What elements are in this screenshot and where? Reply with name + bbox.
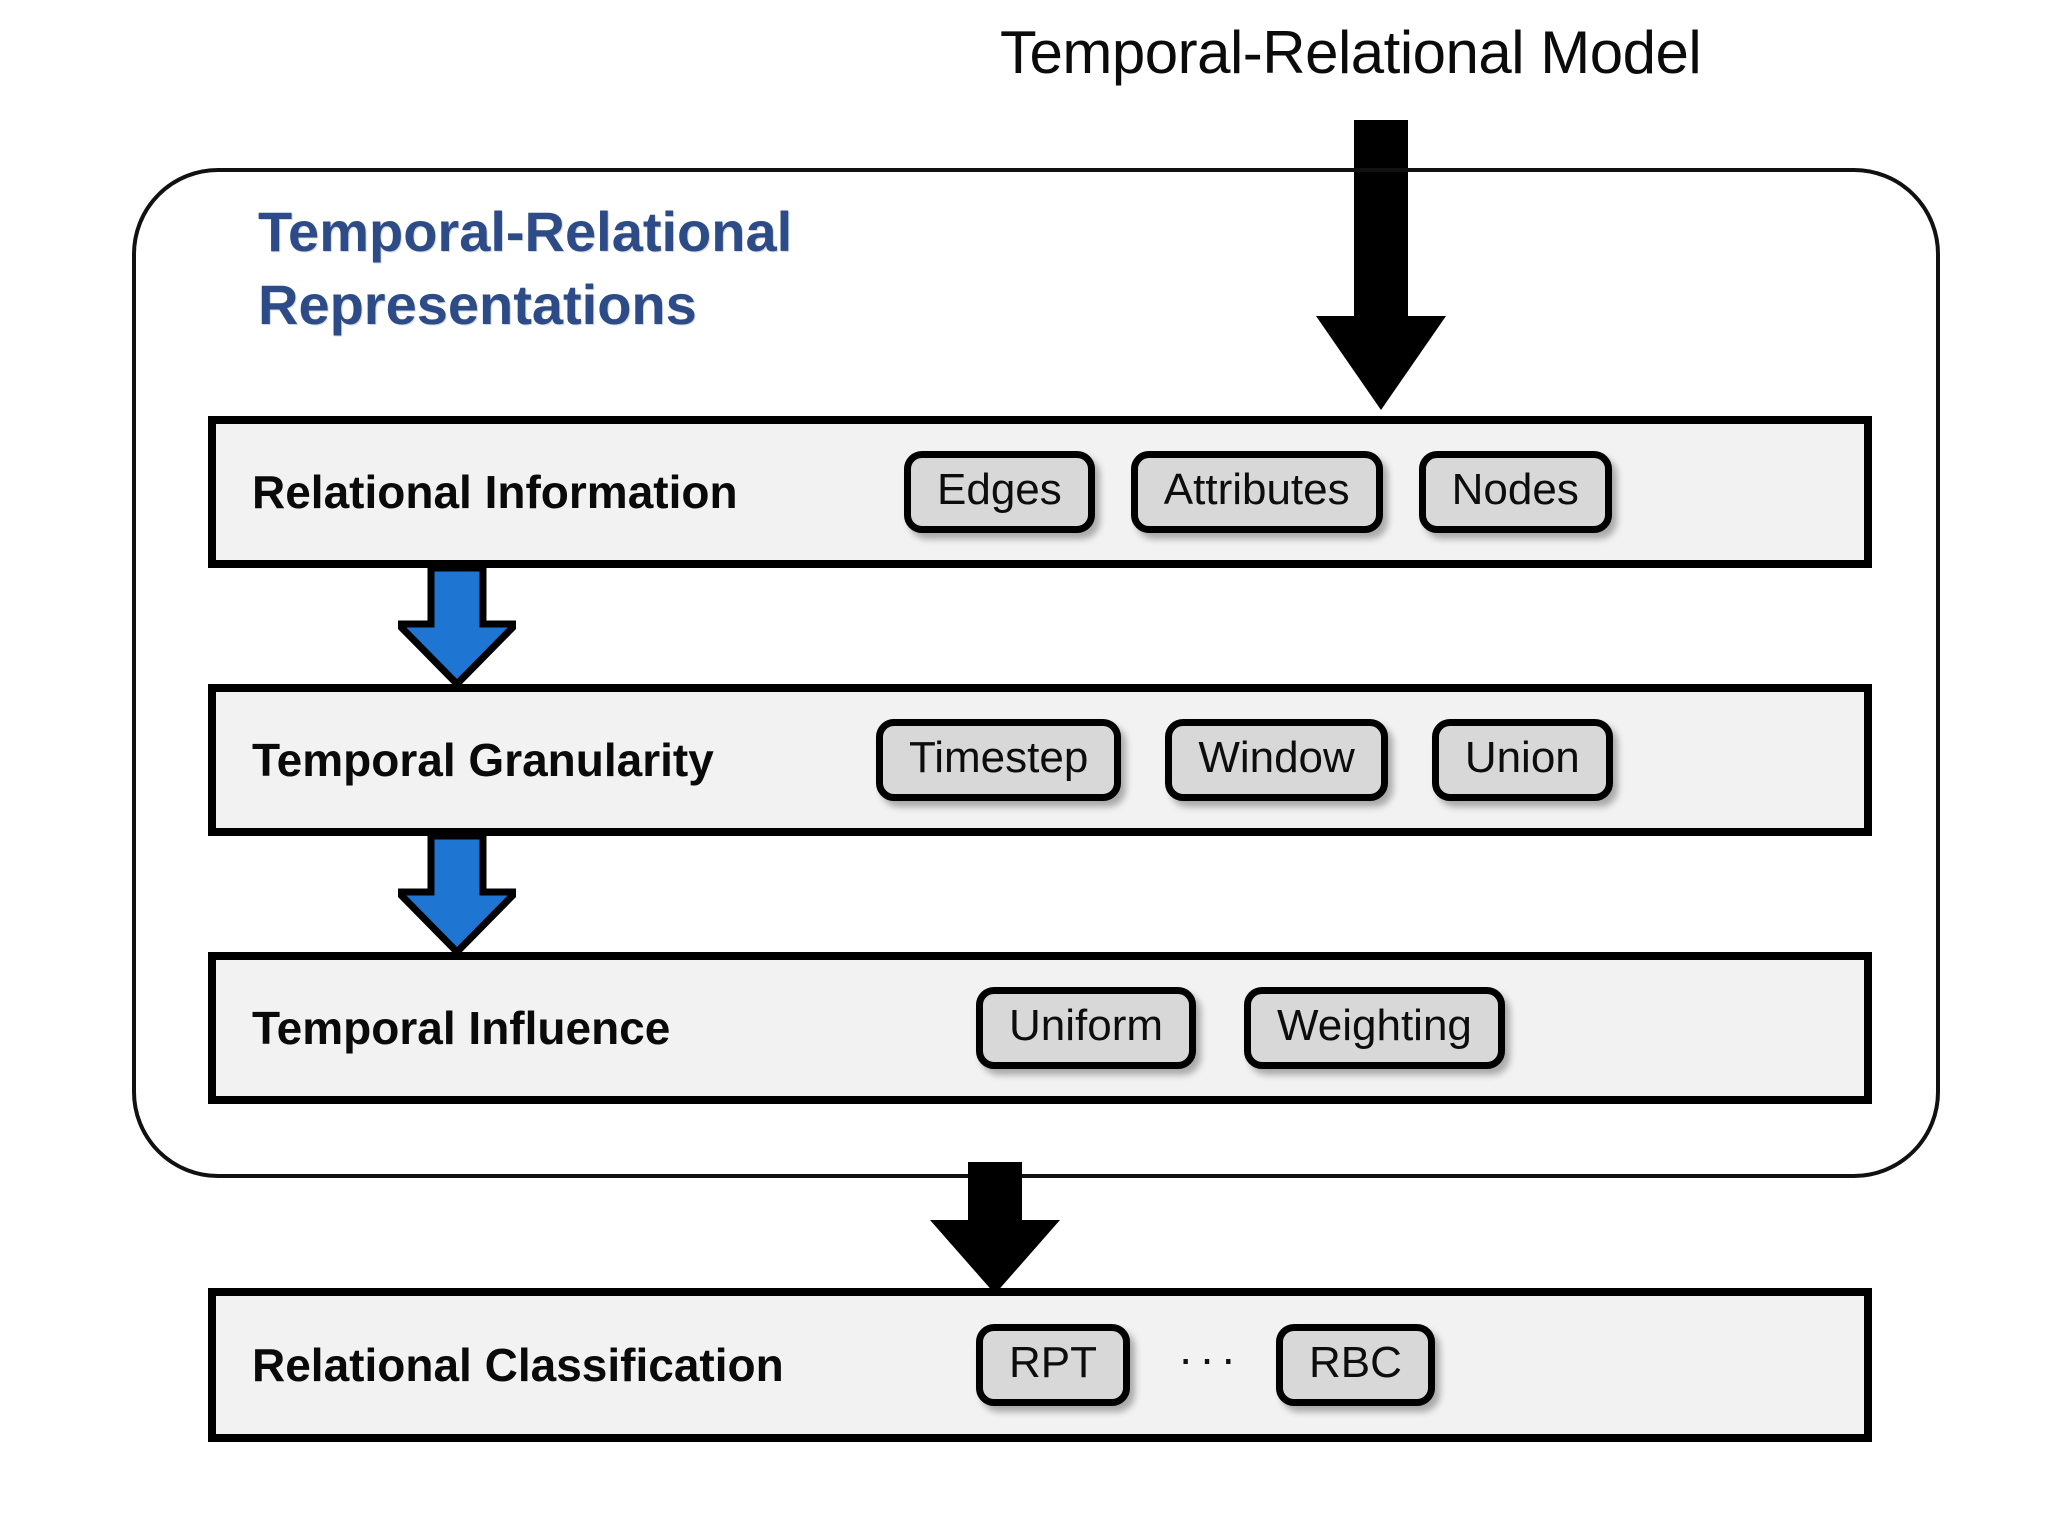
panel-heading-line1: Temporal-Relational xyxy=(258,200,793,263)
pill-rbc[interactable]: RBC xyxy=(1275,1324,1435,1406)
row-label-temporal-influence: Temporal Influence xyxy=(252,1002,671,1054)
pill-group-temporal-granularity: Timestep Window Union xyxy=(876,692,1613,828)
row-temporal-influence: Temporal Influence Uniform Weighting xyxy=(208,952,1872,1104)
pill-rpt[interactable]: RPT xyxy=(976,1324,1130,1406)
pill-timestep[interactable]: Timestep xyxy=(876,719,1122,801)
pill-group-temporal-influence: Uniform Weighting xyxy=(976,960,1505,1096)
ellipsis-separator: ··· xyxy=(1178,1332,1242,1384)
row-temporal-granularity: Temporal Granularity Timestep Window Uni… xyxy=(208,684,1872,836)
pill-attributes[interactable]: Attributes xyxy=(1130,451,1383,533)
pill-group-relational-classification: RPT ··· RBC xyxy=(976,1296,1435,1434)
row-relational-information: Relational Information Edges Attributes … xyxy=(208,416,1872,568)
pill-union[interactable]: Union xyxy=(1431,719,1613,801)
row-label-relational-information: Relational Information xyxy=(252,466,738,518)
panel-heading: Temporal-Relational Representations xyxy=(258,196,1018,342)
pill-group-relational-information: Edges Attributes Nodes xyxy=(904,424,1612,560)
row-label-temporal-granularity: Temporal Granularity xyxy=(252,734,714,786)
temporal-relational-representations-panel xyxy=(132,168,1940,1178)
black-down-arrow-to-classification xyxy=(930,1162,1060,1294)
pill-window[interactable]: Window xyxy=(1165,719,1388,801)
pill-weighting[interactable]: Weighting xyxy=(1244,987,1505,1069)
blue-down-arrow-info-to-granularity xyxy=(398,568,516,684)
pill-uniform[interactable]: Uniform xyxy=(976,987,1197,1069)
row-relational-classification: Relational Classification RPT ··· RBC xyxy=(208,1288,1872,1442)
page-title: Temporal-Relational Model xyxy=(1000,19,1702,86)
black-down-arrow-into-model xyxy=(1316,120,1446,410)
blue-down-arrow-granularity-to-influence xyxy=(398,836,516,952)
panel-heading-line2: Representations xyxy=(258,272,697,336)
pill-edges[interactable]: Edges xyxy=(904,451,1095,533)
row-label-relational-classification: Relational Classification xyxy=(252,1339,784,1391)
pill-nodes[interactable]: Nodes xyxy=(1418,451,1612,533)
